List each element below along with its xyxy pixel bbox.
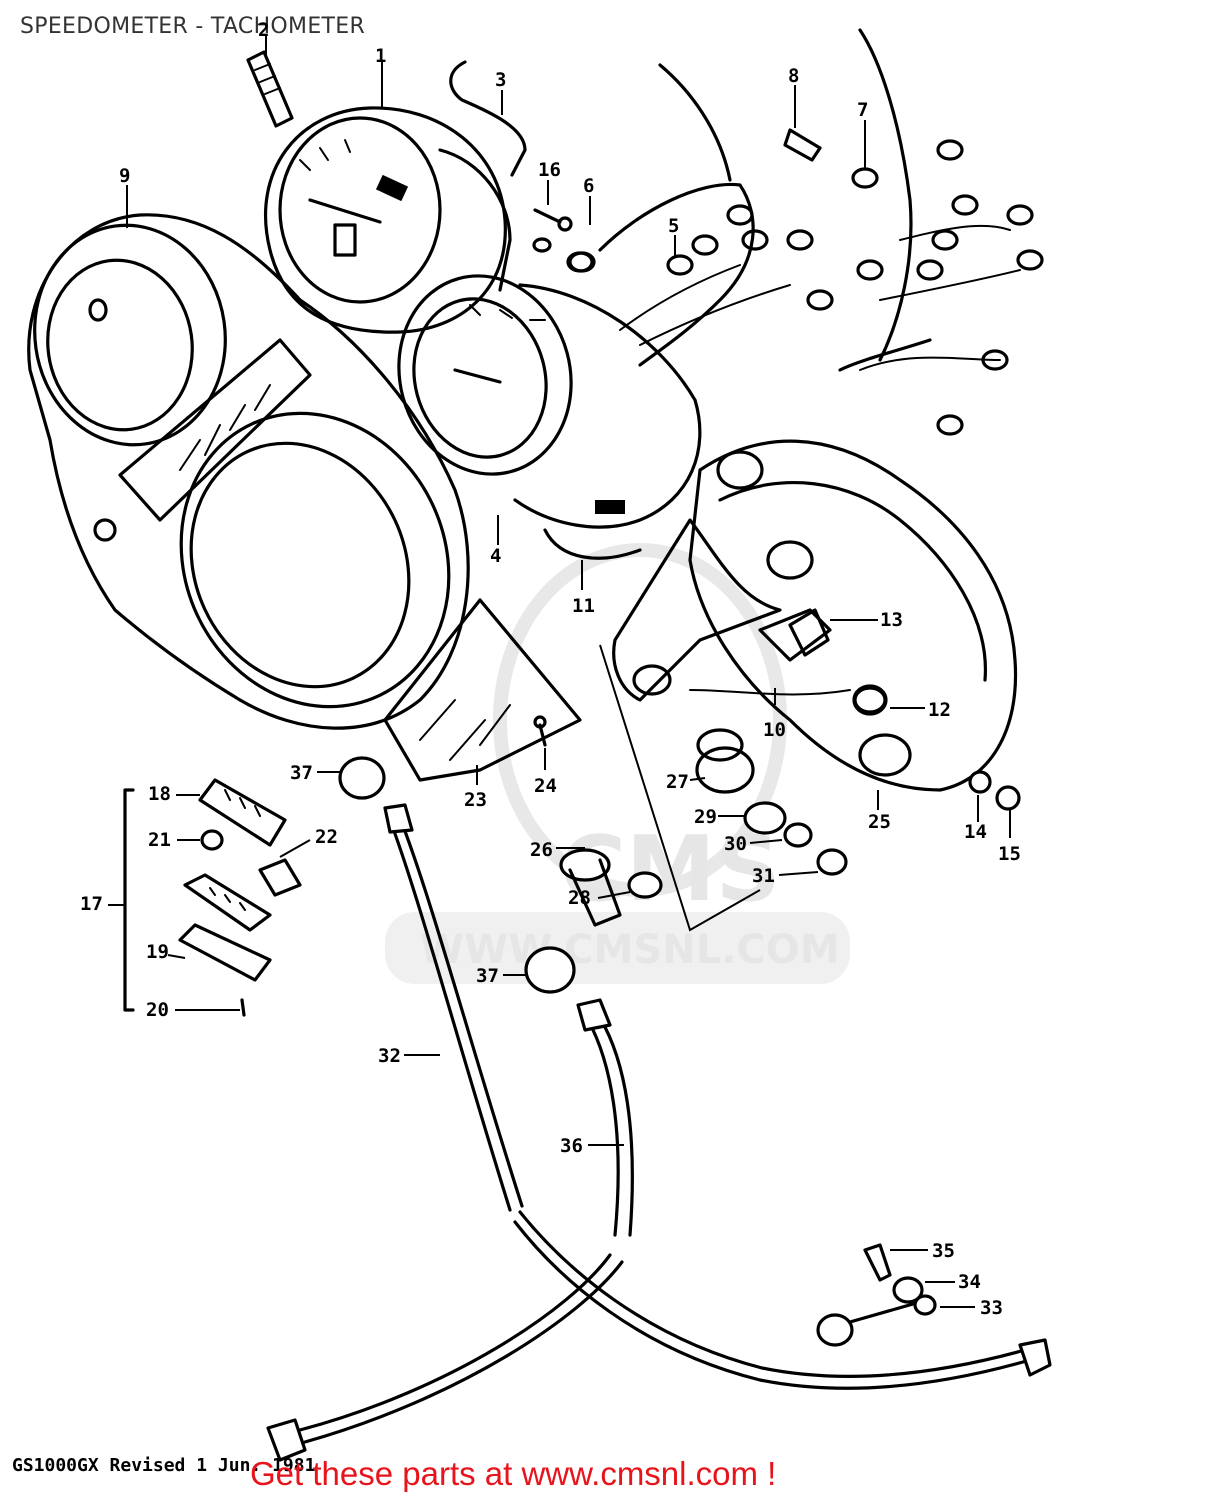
callout-32: 32	[378, 1045, 401, 1067]
part-28-washer	[627, 871, 663, 899]
callout-29: 29	[694, 806, 717, 828]
part-22-socket	[258, 858, 302, 897]
watermark-url: WWW.CMSNL.COM	[420, 927, 840, 973]
model-revision-label: GS1000GX Revised 1 Jun. 1981	[12, 1455, 316, 1476]
part-23-indicator	[383, 598, 582, 782]
part-1-tachometer	[264, 106, 512, 334]
callout-23: 23	[464, 789, 487, 811]
callout-5: 5	[668, 215, 679, 237]
part-20-screw	[240, 998, 246, 1017]
callout-6: 6	[583, 175, 594, 197]
part-12-grommet	[853, 686, 887, 714]
callout-14: 14	[964, 821, 987, 843]
part-19-holder	[178, 923, 272, 982]
watermark: CMS WWW.CMSNL.COM	[385, 543, 850, 984]
callout-9: 9	[119, 165, 130, 187]
part-14-washer	[968, 770, 992, 794]
callout-11: 11	[572, 595, 595, 617]
callout-31: 31	[752, 865, 775, 887]
callout-19: 19	[146, 941, 169, 963]
part-34-washer	[892, 1276, 924, 1304]
part-24-screw	[533, 715, 547, 747]
part-29-washer	[743, 801, 787, 835]
bracket-17	[123, 788, 135, 1012]
part-9-housing	[27, 213, 470, 730]
callout-13: 13	[880, 609, 903, 631]
callout-18: 18	[148, 783, 171, 805]
part-8-bulb	[783, 128, 822, 162]
callout-26: 26	[530, 839, 553, 861]
part-37-grommet-lower	[524, 946, 576, 994]
callout-34: 34	[958, 1271, 981, 1293]
part-26-bolt	[559, 848, 622, 927]
part-17-plate	[183, 873, 272, 932]
part-31-nut	[816, 848, 848, 876]
part-3-wire	[449, 60, 527, 177]
callout-35: 35	[932, 1240, 955, 1262]
part-18-lens	[198, 778, 287, 847]
part-13-clamp	[788, 608, 830, 657]
callout-17: 17	[80, 893, 103, 915]
part-35-bolt	[863, 1243, 892, 1282]
callout-25: 25	[868, 811, 891, 833]
callout-7: 7	[857, 99, 868, 121]
callout-1: 1	[375, 45, 386, 67]
callout-3: 3	[495, 69, 506, 91]
callout-12: 12	[928, 699, 951, 721]
diagram-title: SPEEDOMETER - TACHOMETER	[20, 14, 366, 39]
part-21-bulb	[200, 829, 224, 851]
callout-24: 24	[534, 775, 557, 797]
callout-37-lower: 37	[476, 965, 499, 987]
callout-27: 27	[666, 771, 689, 793]
callout-16: 16	[538, 159, 561, 181]
part-16-screw	[532, 208, 573, 253]
part-36-speedo-cable	[266, 998, 634, 1462]
callout-28: 28	[568, 887, 591, 909]
part-2-screw	[246, 50, 294, 128]
part-7-harness	[838, 28, 1044, 436]
callout-37-upper: 37	[290, 762, 313, 784]
part-5-wiring	[566, 63, 834, 367]
callout-30: 30	[724, 833, 747, 855]
part-30-washer	[783, 822, 813, 848]
callout-8: 8	[788, 65, 799, 87]
part-37-grommet-upper	[338, 756, 386, 800]
callout-36: 36	[560, 1135, 583, 1157]
leader-v	[599, 644, 761, 932]
callouts: 1 2 3 4 5 6 7 8 9 10 11 12 13 14 15 16 1	[80, 19, 1021, 1319]
callout-21: 21	[148, 829, 171, 851]
callout-15: 15	[998, 843, 1021, 865]
callout-22: 22	[315, 826, 338, 848]
callout-33: 33	[980, 1297, 1003, 1319]
callout-4: 4	[490, 545, 501, 567]
buy-parts-link[interactable]: Get these parts at www.cmsnl.com !	[250, 1455, 777, 1492]
part-27-cushion	[695, 728, 755, 794]
callout-2: 2	[258, 19, 269, 41]
part-4-speedometer	[397, 274, 702, 529]
part-15-nut	[995, 785, 1021, 811]
part-6-socket	[568, 251, 596, 273]
part-33-clip	[816, 1294, 937, 1347]
part-11-bracket	[543, 528, 642, 560]
part-32-tacho-cable	[383, 803, 1052, 1390]
callout-20: 20	[146, 999, 169, 1021]
callout-10: 10	[763, 719, 786, 741]
part-10-bracket	[612, 518, 851, 702]
